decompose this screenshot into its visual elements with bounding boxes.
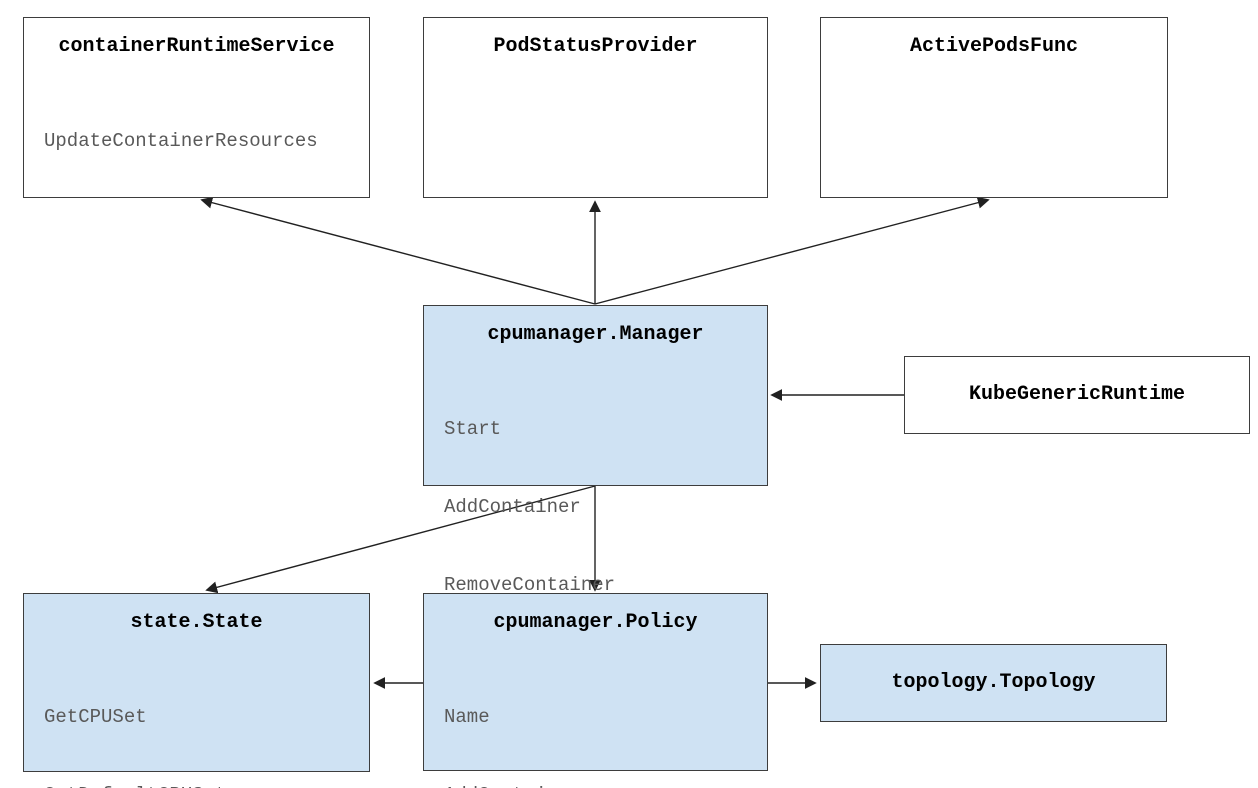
- box-state-state: state.State GetCPUSet GetDefaultCPUSet S…: [23, 593, 370, 788]
- box-kube-generic-runtime: KubeGenericRuntime: [904, 356, 1250, 434]
- box-active-pods-func-title: ActivePodsFunc: [909, 35, 1079, 58]
- box-cpumanager-policy-methods: Name AddContainer RemoveContainer: [424, 636, 767, 788]
- box-state-state-title: state.State: [130, 611, 263, 634]
- method-label: RemoveContainer: [444, 574, 616, 596]
- box-cpumanager-policy: cpumanager.Policy Name AddContainer Remo…: [423, 593, 768, 788]
- box-topology-topology-title: topology.Topology: [891, 671, 1096, 694]
- method-label: AddContainer: [444, 496, 581, 518]
- box-container-runtime-service: containerRuntimeService UpdateContainerR…: [23, 17, 370, 198]
- box-pod-status-provider: PodStatusProvider: [423, 17, 768, 198]
- box-cpumanager-manager-title: cpumanager.Manager: [487, 323, 704, 346]
- box-pod-status-provider-title: PodStatusProvider: [493, 35, 698, 58]
- edge-manager-to-active-pods-func: [594, 196, 990, 305]
- box-container-runtime-service-title: containerRuntimeService: [58, 35, 335, 58]
- edge-manager-to-container-runtime-service: [200, 196, 596, 305]
- method-label: GetDefaultCPUSet: [44, 782, 369, 788]
- box-state-state-methods: GetCPUSet GetDefaultCPUSet SetCPUSet Set…: [24, 636, 369, 788]
- method-label: UpdateContainerResources: [44, 130, 318, 152]
- box-active-pods-func: ActivePodsFunc: [820, 17, 1168, 198]
- method-label: GetCPUSet: [44, 706, 147, 728]
- method-label: Name: [444, 706, 490, 728]
- box-cpumanager-policy-title: cpumanager.Policy: [493, 611, 698, 634]
- box-container-runtime-service-methods: UpdateContainerResources: [24, 60, 369, 206]
- box-topology-topology: topology.Topology: [820, 644, 1167, 722]
- box-cpumanager-manager: cpumanager.Manager Start AddContainer Re…: [423, 305, 768, 674]
- method-label: AddContainer: [444, 782, 767, 788]
- method-label: Start: [444, 418, 502, 440]
- box-kube-generic-runtime-title: KubeGenericRuntime: [968, 383, 1186, 406]
